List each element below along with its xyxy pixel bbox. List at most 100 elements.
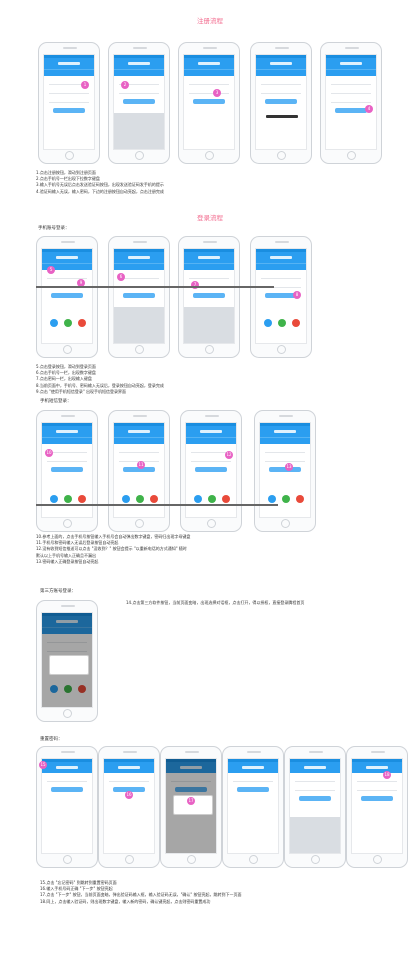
phone-mockup — [284, 746, 346, 868]
step-marker: 2 — [121, 81, 129, 89]
phone-screen — [41, 612, 93, 708]
reset-notes: 15.点击 "忘记密码" 到跳转到重置密码页面 16.输入手机号码正确 "下一步… — [40, 880, 242, 904]
home-button — [63, 709, 72, 718]
numeric-keyboard — [290, 817, 340, 853]
phone-screen — [227, 758, 279, 854]
step-marker: 17 — [187, 797, 195, 805]
home-button — [135, 151, 144, 160]
reset-pwd-subtitle: 重置密码： — [40, 737, 63, 742]
letter-keyboard — [184, 307, 234, 343]
weibo-icon[interactable] — [150, 495, 158, 503]
qq-icon[interactable] — [264, 319, 272, 327]
home-button — [347, 151, 356, 160]
home-button — [277, 151, 286, 160]
home-button — [277, 345, 286, 354]
confirm-dialog[interactable] — [49, 655, 89, 675]
phone-mockup: 16 — [98, 746, 160, 868]
code-dialog[interactable] — [173, 795, 213, 815]
phone-screen — [113, 248, 165, 344]
phone-screen — [165, 758, 217, 854]
step-marker: 8 — [293, 291, 301, 299]
home-button — [249, 855, 258, 864]
wechat-icon[interactable] — [208, 495, 216, 503]
step-marker: 4 — [365, 105, 373, 113]
qq-icon[interactable] — [50, 685, 58, 693]
phone-mockup: 10 — [36, 410, 98, 532]
phone-screen — [289, 758, 341, 854]
speaker — [63, 47, 77, 49]
step-marker: 15 — [39, 761, 47, 769]
phone-mockup: 8 — [250, 236, 312, 358]
third-login-subtitle: 第三方账号登录： — [40, 589, 76, 594]
phone-screen — [351, 758, 403, 854]
step-marker: 18 — [383, 771, 391, 779]
phone-screen — [185, 422, 237, 518]
weibo-icon[interactable] — [292, 319, 300, 327]
wechat-icon[interactable] — [282, 495, 290, 503]
step-marker: 9 — [77, 279, 85, 287]
phone-mockup: 12 — [180, 410, 242, 532]
home-button — [281, 519, 290, 528]
phone-screen — [255, 54, 307, 150]
step-marker: 16 — [125, 791, 133, 799]
weibo-icon[interactable] — [222, 495, 230, 503]
step-marker: 12 — [225, 451, 233, 459]
step-marker: 11 — [137, 461, 145, 469]
home-button — [207, 519, 216, 528]
step-marker: 10 — [45, 449, 53, 457]
third-login-note: 14.点击第三方软件按钮，当前页面变暗，出现选择对话框，点击打开，得以授权，直接… — [126, 600, 305, 605]
phone-mockup: 1 — [38, 42, 100, 164]
phone-mockup: 7 — [178, 236, 240, 358]
qq-icon[interactable] — [50, 495, 58, 503]
phone-mockup: 6 — [108, 236, 170, 358]
register-section-title: 注册流程 — [197, 17, 223, 25]
wechat-icon[interactable] — [64, 319, 72, 327]
phone-login-notes: 5.点击登录按钮，滑动到登录页面 6.点击手机号一栏，出现数字键盘 7.点击密码… — [36, 364, 164, 394]
numeric-keyboard — [114, 113, 164, 149]
step-marker: 1 — [81, 81, 89, 89]
flow-connector — [36, 504, 278, 506]
qq-icon[interactable] — [50, 319, 58, 327]
home-button — [63, 855, 72, 864]
home-button — [125, 855, 134, 864]
home-button — [187, 855, 196, 864]
home-button — [135, 345, 144, 354]
phone-mockup: 18 — [346, 746, 408, 868]
phone-mockup: 2 — [108, 42, 170, 164]
sms-login-subtitle: 手机短信登录： — [40, 399, 72, 404]
home-button — [65, 151, 74, 160]
phone-mockup — [36, 600, 98, 722]
wechat-icon[interactable] — [278, 319, 286, 327]
phone-login-subtitle: 手机账号登录： — [38, 226, 70, 231]
phone-mockup: 5 9 — [36, 236, 98, 358]
phone-mockup: 17 — [160, 746, 222, 868]
wechat-icon[interactable] — [64, 685, 72, 693]
step-marker: 5 — [47, 266, 55, 274]
wechat-icon[interactable] — [136, 495, 144, 503]
phone-screen — [113, 422, 165, 518]
home-button — [205, 151, 214, 160]
weibo-icon[interactable] — [78, 319, 86, 327]
flow-connector — [36, 286, 274, 288]
weibo-icon[interactable] — [78, 685, 86, 693]
login-section-title: 登录流程 — [197, 214, 223, 222]
phone-mockup: 4 — [320, 42, 382, 164]
weibo-icon[interactable] — [296, 495, 304, 503]
home-button — [205, 345, 214, 354]
phone-screen — [325, 54, 377, 150]
phone-screen — [41, 758, 93, 854]
step-marker: 3 — [213, 89, 221, 97]
qq-icon[interactable] — [268, 495, 276, 503]
home-button — [63, 519, 72, 528]
step-marker: 6 — [117, 273, 125, 281]
home-button — [373, 855, 382, 864]
wechat-icon[interactable] — [64, 495, 72, 503]
phone-screen — [113, 54, 165, 150]
toast-message — [266, 115, 298, 118]
home-button — [135, 519, 144, 528]
phone-mockup: 3 — [178, 42, 240, 164]
qq-icon[interactable] — [122, 495, 130, 503]
phone-screen — [103, 758, 155, 854]
qq-icon[interactable] — [194, 495, 202, 503]
weibo-icon[interactable] — [78, 495, 86, 503]
